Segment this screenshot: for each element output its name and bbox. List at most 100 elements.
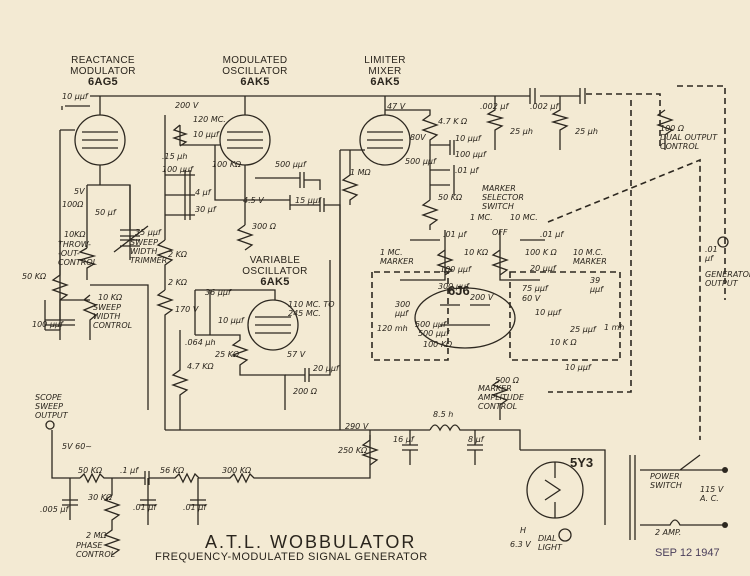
label-vo-57v: 57 V [287,350,306,359]
mo-500uuf [255,172,321,190]
shielded-line-marker [548,100,632,393]
dual-output-pot [656,109,674,150]
label-sc-300k: 300 KΩ [222,466,252,475]
label-vo-170v: 170 V [175,305,199,314]
label-mk-20uuf: 20 μμf [530,264,556,273]
label-throw-out: THROW- -OUT- CONTROL [58,240,98,267]
label-sweep-ctrl: SWEEP WIDTH CONTROL [93,303,133,330]
label-marker-selector: MARKER SELECTOR SWITCH [482,184,524,211]
generator-output-jack [717,236,729,248]
dial-light-icon [558,528,572,542]
label-r-2k-a: 2 KΩ [168,250,187,259]
lm-tube: 6AK5 [370,76,400,88]
rm-resistors [77,185,97,280]
label-cap-002-a: .002 μf [480,102,509,111]
mo-bias-chain [156,115,174,430]
reactance-modulator-heading: REACTANCE MODULATOR 6AG5 [58,55,148,88]
tube-6j6 [414,287,516,349]
label-ac-in: 115 V A. C. [700,485,724,503]
label-ms-100k: 100 K Ω [525,248,557,257]
label-mk-1mh: 1 mh [604,323,625,332]
label-phase-ctrl: PHASE CONTROL [76,541,116,559]
label-vo-200ohm: 200 Ω [293,387,317,396]
label-mo-100k: 100 KΩ [212,160,242,169]
mo-line1: MODULATED [222,55,288,66]
label-mo-10uuf: 10 μμf [193,130,219,139]
label-gen-out-cap: .01 μf [705,245,718,263]
label-dial-light: DIAL LIGHT [538,534,562,552]
label-sc-005uf: .005 μf [40,505,69,514]
label-mk-500uuf-a: 500 μμf [415,320,446,329]
diagram-title: A.T.L. WOBBULATOR [205,532,417,552]
label-sw-1mc: 1 MC. [470,213,493,222]
marker-boxes [371,271,621,361]
label-sc-01uf-b: .01 μf [183,503,207,512]
label-rm-cap: 10 μμf [62,92,88,101]
lm-bypass-caps [430,140,455,195]
scope-jack [45,420,55,430]
diagram-subtitle: FREQUENCY-MODULATED SIGNAL GENERATOR [155,551,428,563]
label-coil-25uh-b: 25 μh [575,127,598,136]
cap-002-b [579,88,586,104]
label-vo-47k: 4.7 KΩ [187,362,214,371]
mo-cathode [214,145,291,251]
label-mo-300ohm: 300 Ω [252,222,276,231]
label-sc-01uf-a: .01 μf [133,503,157,512]
rm-tube: 6AG5 [88,76,118,88]
label-mk-60v: 60 V [522,294,541,303]
rm-wires [44,96,101,331]
label-mk-300uuf-var: 300 μμf [395,300,411,318]
label-heater-h: H [520,526,527,535]
vo-tank [194,289,286,410]
tube-6j6-elements [440,304,490,326]
label-mk-10uuf: 10 μμf [535,308,561,317]
tube-lm-grids [367,131,403,149]
tube-vo-grids [255,316,291,334]
label-lm-500uuf: 500 μμf [405,157,436,166]
label-lm-47v: 47 V [387,102,406,111]
label-ps-16uf: 16 μf [393,435,414,444]
label-sc-1uf: .1 μf [120,466,139,475]
vo-4-7k [171,330,189,430]
sweep-width-control [60,284,149,410]
lm-plate-chain [385,109,439,230]
mo-line2: OSCILLATOR [222,66,288,77]
label-dual-output: DUAL OUTPUT CONTROL [660,133,718,151]
vo-coupling [285,260,331,382]
tube-mo-grids [227,131,263,149]
label-sc-50k: 50 KΩ [78,466,103,475]
switch-linkage [547,158,701,440]
label-mo-15uuf: 15 μμf [295,196,321,205]
label-vo-064uh: .064 μh [185,338,216,347]
label-marker-1mc: 1 MC. MARKER [380,248,414,266]
label-rm-5v: 5V [74,187,85,196]
rm-line2: MODULATOR [70,66,136,77]
label-50k: 50 KΩ [22,272,47,281]
label-vo-25k: 25 KΩ [215,350,240,359]
filter-caps [402,430,483,465]
transformer-core [629,455,636,540]
label-ps-290v: 290 V [345,422,369,431]
label-fuse: 2 AMP. [655,528,682,537]
tube-6j6-label: 6J6 [448,283,470,298]
label-mk-300uuf: 300 μμf [438,282,469,291]
phase-chain [103,478,121,556]
cap-002-a [529,88,536,104]
limiter-mixer-heading: LIMITER MIXER 6AK5 [355,55,415,88]
label-mo-200v: 200 V [175,101,199,110]
mo-wires [171,96,246,200]
label-gen-output: GENERATOR OUTPUT [705,270,750,288]
marker-switch-legs [400,230,540,281]
mo-tube: 6AK5 [240,76,270,88]
shielded-line-output [677,85,726,300]
label-mk-out-10uuf: 10 μμf [565,363,591,372]
rm-cap [61,105,90,110]
label-mk-25uuf: 25 μμf [570,325,596,334]
vo-tube: 6AK5 [260,276,290,288]
label-scope-out: SCOPE SWEEP OUTPUT [35,393,68,420]
label-ms-10k: 10 KΩ [464,248,489,257]
label-marker-amp: MARKER AMPLITUDE CONTROL [478,384,524,411]
5y3-elements [520,449,606,525]
label-mk-10k: 10 K Ω [550,338,577,347]
